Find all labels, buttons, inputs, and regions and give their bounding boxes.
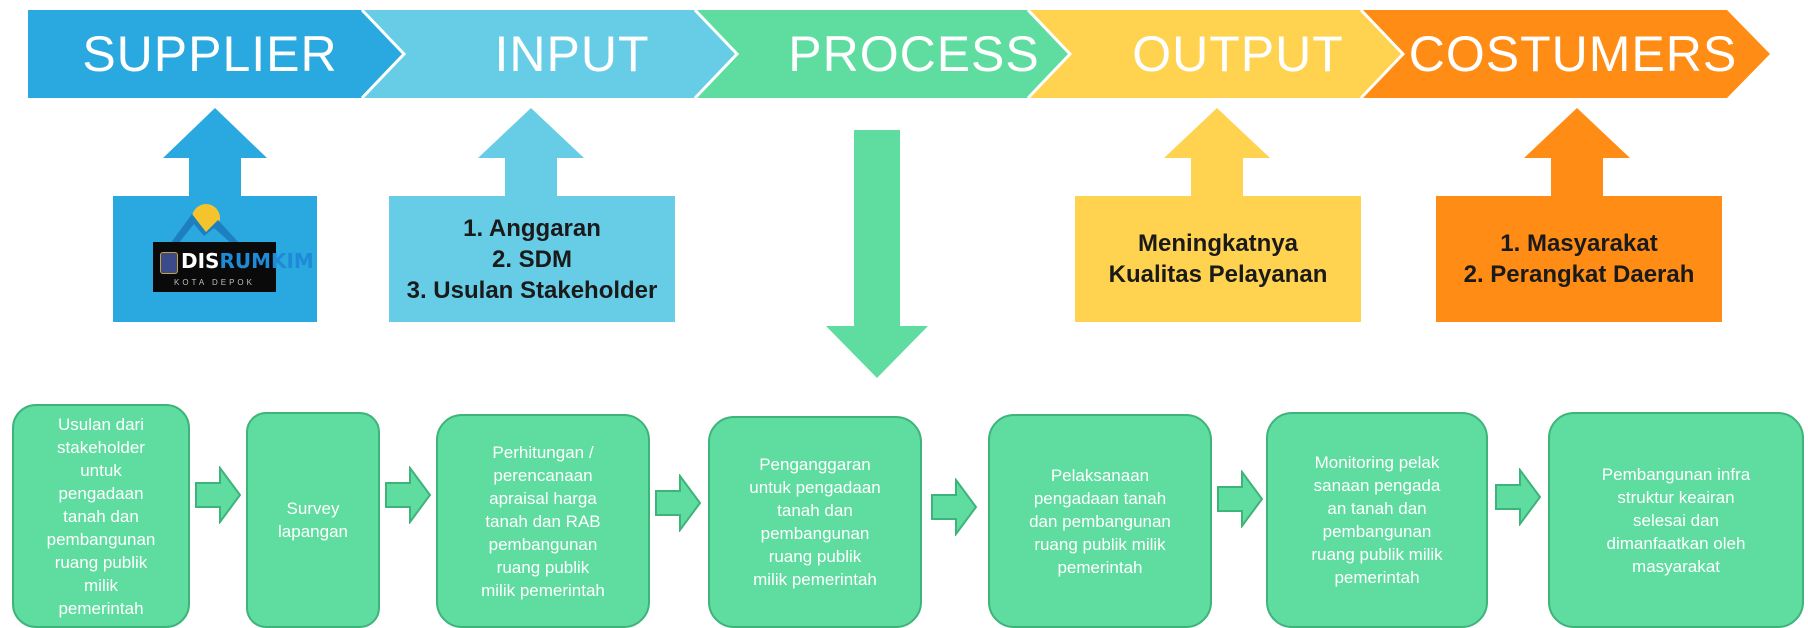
down-arrow-process xyxy=(826,130,928,378)
chevron-divider xyxy=(693,8,740,100)
up-arrow-input xyxy=(478,108,584,196)
process-step-7: Pembangunan infra struktur keairan seles… xyxy=(1548,412,1804,628)
chevron-divider xyxy=(1359,8,1406,100)
label-costumers: COSTUMERS xyxy=(1408,26,1738,82)
arrow-step-5-6 xyxy=(1217,470,1264,528)
process-step-4: Penganggaran untuk pengadaan tanah dan p… xyxy=(708,416,922,628)
input-line: 3. Usulan Stakeholder xyxy=(406,276,658,304)
input-line: 1. Anggaran xyxy=(463,214,601,242)
emblem-icon xyxy=(160,252,178,274)
arrow-step-3-4 xyxy=(655,474,702,532)
arrow-step-6-7 xyxy=(1495,468,1542,526)
label-input: INPUT xyxy=(494,26,650,82)
chevron-banner xyxy=(28,8,1770,100)
up-arrow-costumers xyxy=(1524,108,1630,196)
process-step-3: Perhitungan / perencanaan apraisal harga… xyxy=(436,414,650,628)
process-step-1: Usulan dari stakeholder untuk pengadaan … xyxy=(12,404,190,628)
logo-text: DISRUMKIM xyxy=(181,249,314,273)
disrumkim-logo: DISRUMKIM KOTA DEPOK xyxy=(153,242,314,292)
output-line: Kualitas Pelayanan xyxy=(1108,261,1328,288)
input-box: 1. Anggaran 2. SDM 3. Usulan Stakeholder xyxy=(389,196,675,322)
costumers-line: 2. Perangkat Daerah xyxy=(1463,261,1695,288)
chevron-process xyxy=(695,10,1070,98)
arrow-step-4-5 xyxy=(931,478,978,536)
process-step-6: Monitoring pelak sanaan pengada an tanah… xyxy=(1266,412,1488,628)
chevron-costumers xyxy=(1361,10,1770,98)
chevron-divider xyxy=(1026,8,1073,100)
up-arrow-output xyxy=(1164,108,1270,196)
chevron-input xyxy=(362,10,737,98)
output-line: Meningkatnya xyxy=(1137,230,1299,257)
label-supplier: SUPPLIER xyxy=(82,26,338,82)
process-step-2: Survey lapangan xyxy=(246,412,380,628)
logo-subtitle: KOTA DEPOK xyxy=(174,278,255,287)
chevron-supplier xyxy=(28,10,404,98)
output-box: Meningkatnya Kualitas Pelayanan xyxy=(1075,196,1361,322)
input-line: 2. SDM xyxy=(491,245,572,273)
up-arrow-supplier xyxy=(163,108,267,196)
chevron-output xyxy=(1028,10,1403,98)
label-process: PROCESS xyxy=(788,26,1040,82)
process-step-5: Pelaksanaan pengadaan tanah dan pembangu… xyxy=(988,414,1212,628)
costumers-line: 1. Masyarakat xyxy=(1500,230,1658,257)
logo-mountain-icon xyxy=(170,204,240,244)
costumers-box: 1. Masyarakat 2. Perangkat Daerah xyxy=(1436,196,1722,322)
arrow-step-2-3 xyxy=(385,466,432,524)
arrow-step-1-2 xyxy=(195,466,242,524)
chevron-divider xyxy=(360,8,407,100)
label-output: OUTPUT xyxy=(1132,26,1344,82)
